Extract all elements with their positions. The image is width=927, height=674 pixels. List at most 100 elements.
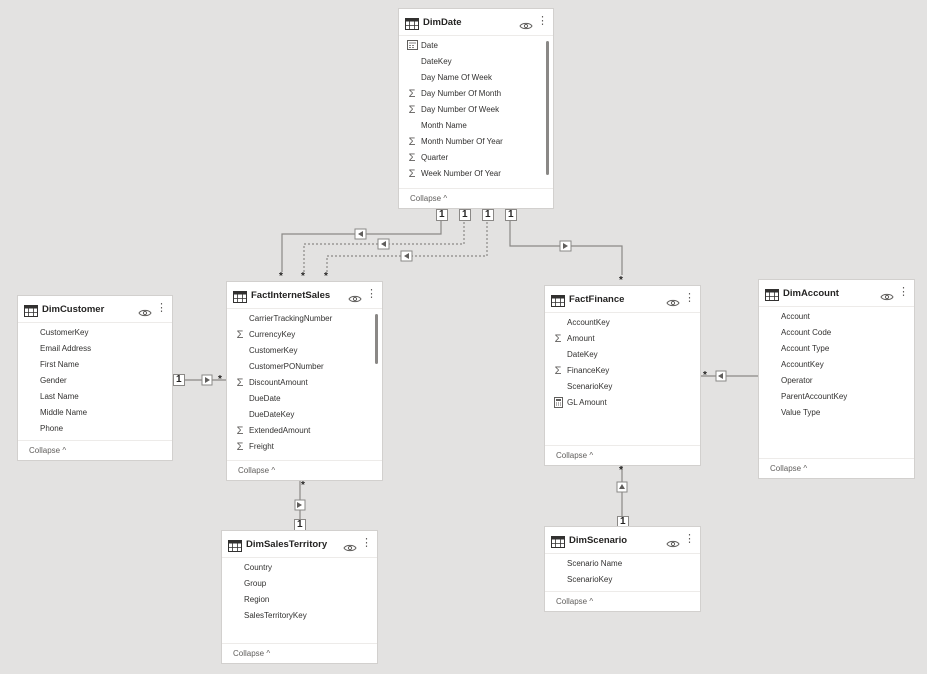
sigma-icon: Σ: [554, 365, 562, 377]
field-row[interactable]: Phone: [18, 422, 172, 438]
field-row[interactable]: DueDate: [227, 392, 382, 408]
table-header[interactable]: DimScenario⋮: [545, 527, 700, 554]
field-row[interactable]: AccountKey: [759, 358, 914, 374]
field-label: CustomerKey: [40, 328, 89, 337]
field-row[interactable]: Account: [759, 310, 914, 326]
field-row[interactable]: ScenarioKey: [545, 573, 700, 589]
eye-icon[interactable]: [348, 291, 362, 303]
field-row[interactable]: CustomerKey: [18, 326, 172, 342]
field-row[interactable]: Day Name Of Week: [399, 71, 553, 87]
cardinality-one-label: 1: [173, 374, 185, 386]
scrollbar[interactable]: [375, 314, 378, 364]
collapse-button[interactable]: Collapse ^: [29, 446, 67, 455]
field-row[interactable]: SalesTerritoryKey: [222, 609, 377, 625]
collapse-button[interactable]: Collapse ^: [233, 649, 271, 658]
field-label: Quarter: [421, 153, 449, 162]
field-label: SalesTerritoryKey: [244, 611, 307, 620]
table-title: DimCustomer: [42, 304, 105, 315]
field-row[interactable]: ScenarioKey: [545, 380, 700, 396]
eye-icon[interactable]: [343, 540, 357, 552]
table-header[interactable]: DimSalesTerritory⋮: [222, 531, 377, 558]
scrollbar[interactable]: [546, 41, 549, 175]
field-row[interactable]: DateKey: [399, 55, 553, 71]
eye-icon[interactable]: [138, 305, 152, 317]
sigma-icon: Σ: [554, 333, 562, 345]
field-label: Middle Name: [40, 408, 88, 417]
eye-icon[interactable]: [519, 18, 533, 30]
field-row[interactable]: DueDateKey: [227, 408, 382, 424]
field-row[interactable]: Value Type: [759, 406, 914, 422]
field-label: CustomerPONumber: [249, 362, 324, 371]
collapse-button[interactable]: Collapse ^: [770, 464, 808, 473]
eye-icon[interactable]: [666, 536, 680, 548]
field-row[interactable]: AccountKey: [545, 316, 700, 332]
table-header[interactable]: FactFinance⋮: [545, 286, 700, 313]
field-row[interactable]: Country: [222, 561, 377, 577]
more-options-icon[interactable]: ⋮: [684, 533, 695, 545]
table-title: DimAccount: [783, 288, 839, 299]
field-label: Operator: [781, 376, 813, 385]
field-row[interactable]: CarrierTrackingNumber: [227, 312, 382, 328]
collapse-button[interactable]: Collapse ^: [556, 451, 594, 460]
table-header[interactable]: DimDate⋮: [399, 9, 553, 36]
field-row[interactable]: Scenario Name: [545, 557, 700, 573]
cardinality-one-label: 1: [505, 209, 517, 221]
table-title: FactInternetSales: [251, 290, 331, 301]
field-row[interactable]: Group: [222, 577, 377, 593]
field-row[interactable]: CustomerPONumber: [227, 360, 382, 376]
more-options-icon[interactable]: ⋮: [537, 15, 548, 27]
field-row[interactable]: Account Type: [759, 342, 914, 358]
table-header[interactable]: DimCustomer ⋮: [18, 296, 172, 323]
field-row[interactable]: Account Code: [759, 326, 914, 342]
field-row[interactable]: First Name: [18, 358, 172, 374]
direction-arrow-2-glyph: [381, 241, 386, 247]
table-header[interactable]: FactInternetSales ⋮: [227, 282, 382, 309]
eye-icon[interactable]: [666, 295, 680, 307]
field-row[interactable]: Middle Name: [18, 406, 172, 422]
field-label: Date: [421, 41, 438, 50]
collapse-button[interactable]: Collapse ^: [556, 597, 594, 606]
direction-arrow-5-glyph: [205, 377, 210, 383]
field-row[interactable]: ParentAccountKey: [759, 390, 914, 406]
more-options-icon[interactable]: ⋮: [366, 288, 377, 300]
collapse-button[interactable]: Collapse ^: [238, 466, 276, 475]
field-row[interactable]: Month Name: [399, 119, 553, 135]
more-options-icon[interactable]: ⋮: [156, 302, 167, 314]
field-row[interactable]: GL Amount: [545, 396, 700, 412]
more-options-icon[interactable]: ⋮: [898, 286, 909, 298]
more-options-icon[interactable]: ⋮: [684, 292, 695, 304]
field-row[interactable]: Gender: [18, 374, 172, 390]
collapse-button[interactable]: Collapse ^: [410, 194, 448, 203]
table-header[interactable]: DimAccount ⋮: [759, 280, 914, 307]
field-row[interactable]: Email Address: [18, 342, 172, 358]
field-row[interactable]: Last Name: [18, 390, 172, 406]
field-row[interactable]: DateKey: [545, 348, 700, 364]
field-row[interactable]: CustomerKey: [227, 344, 382, 360]
field-label: GL Amount: [567, 398, 607, 407]
field-row[interactable]: Operator: [759, 374, 914, 390]
eye-icon[interactable]: [880, 289, 894, 301]
field-row[interactable]: Region: [222, 593, 377, 609]
field-row[interactable]: Date: [399, 39, 553, 55]
more-options-icon[interactable]: ⋮: [361, 537, 372, 549]
